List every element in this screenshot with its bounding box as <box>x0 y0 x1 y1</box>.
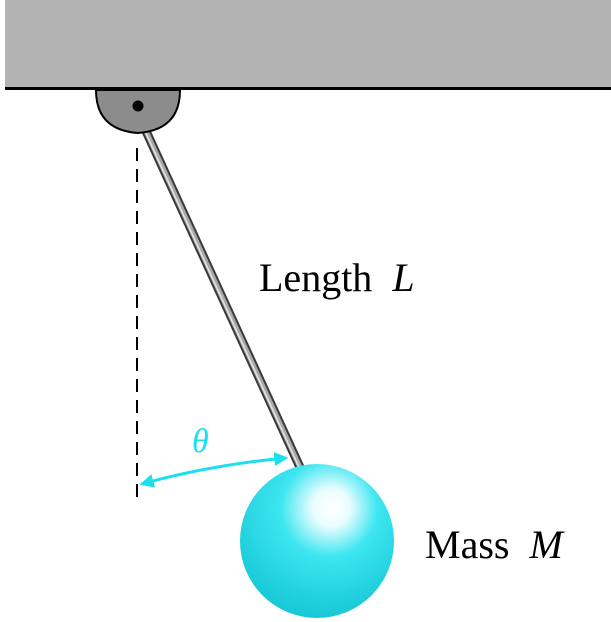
mass-symbol: M <box>528 522 565 567</box>
pendulum-rod <box>135 113 309 481</box>
mass-label: Mass M <box>425 522 565 567</box>
pendulum-bob <box>240 464 394 618</box>
ceiling-edge <box>5 87 611 90</box>
pivot-pin <box>132 100 144 112</box>
length-word: Length <box>259 255 372 300</box>
ceiling <box>5 0 611 90</box>
angle-arc-arrow <box>139 452 289 488</box>
ceiling-slab <box>5 0 611 87</box>
angle-theta-label: θ <box>192 423 209 460</box>
length-label: Length L <box>259 255 415 300</box>
mass-word: Mass <box>425 522 509 567</box>
length-symbol: L <box>391 255 414 300</box>
pivot <box>94 89 182 135</box>
